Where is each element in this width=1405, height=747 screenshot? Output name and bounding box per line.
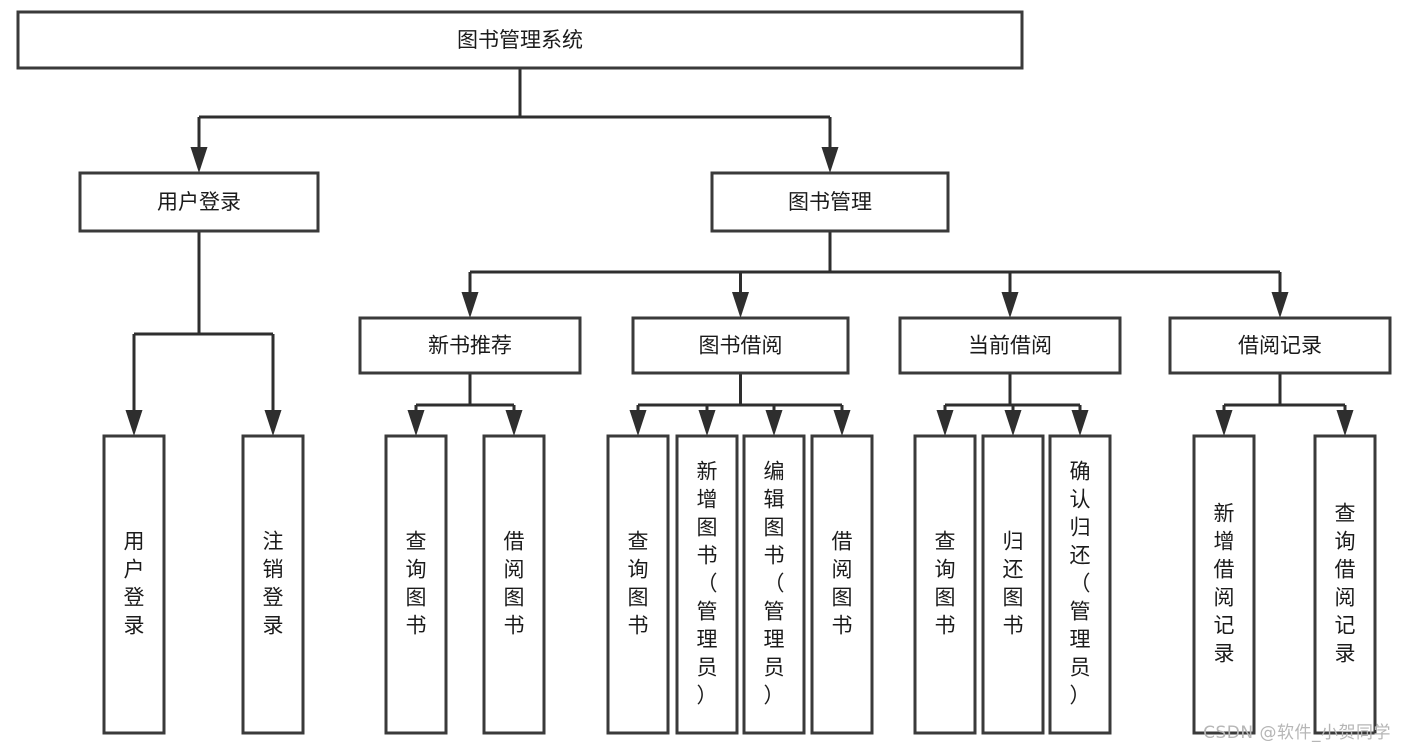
arrow-head-icon bbox=[629, 410, 647, 436]
arrow-head-icon bbox=[1336, 410, 1354, 436]
arrow-head-icon bbox=[1071, 410, 1089, 436]
node-box[interactable] bbox=[631, 316, 850, 375]
node-leaf-rec-search[interactable]: 查询借阅记录 bbox=[1313, 434, 1377, 735]
node-label: 当前借阅 bbox=[968, 334, 1052, 358]
connector-current-borrow bbox=[936, 373, 1089, 436]
arrow-head-icon bbox=[765, 410, 783, 436]
node-leaf-rec-borrow[interactable]: 借阅图书 bbox=[482, 434, 546, 735]
node-label: 归还图书 bbox=[1003, 530, 1024, 638]
node-box[interactable] bbox=[810, 434, 874, 735]
arrow-head-icon bbox=[505, 410, 523, 436]
node-label: 查询借阅记录 bbox=[1335, 502, 1356, 666]
node-book-manage[interactable]: 图书管理 bbox=[710, 171, 950, 233]
node-box[interactable] bbox=[1192, 434, 1256, 735]
node-leaf-rec-add[interactable]: 新增借阅记录 bbox=[1192, 434, 1256, 735]
node-label: 确认归还（管理员） bbox=[1070, 460, 1091, 708]
arrow-head-icon bbox=[264, 410, 282, 436]
arrow-head-icon bbox=[833, 410, 851, 436]
node-label: 借阅记录 bbox=[1238, 334, 1322, 358]
node-box[interactable] bbox=[742, 434, 806, 735]
node-borrow-record[interactable]: 借阅记录 bbox=[1168, 316, 1392, 375]
node-label: 新书推荐 bbox=[428, 334, 512, 358]
node-leaf-borrow-edit[interactable]: 编辑图书（管理员） bbox=[742, 434, 806, 735]
node-book-borrow[interactable]: 图书借阅 bbox=[631, 316, 850, 375]
node-label: 编辑图书（管理员） bbox=[764, 460, 785, 708]
node-box[interactable] bbox=[16, 10, 1024, 70]
node-label: 查询图书 bbox=[406, 530, 427, 638]
node-leaf-borrow-lend[interactable]: 借阅图书 bbox=[810, 434, 874, 735]
node-box[interactable] bbox=[102, 434, 166, 735]
arrow-head-icon bbox=[698, 410, 716, 436]
node-label: 借阅图书 bbox=[832, 530, 853, 638]
node-label: 借阅图书 bbox=[504, 530, 525, 638]
node-label: 图书管理系统 bbox=[457, 28, 583, 52]
node-leaf-rec-query[interactable]: 查询图书 bbox=[384, 434, 448, 735]
connector-root bbox=[190, 68, 839, 173]
arrow-head-icon bbox=[461, 292, 479, 318]
connector-book-manage bbox=[461, 231, 1289, 318]
node-leaf-borrow-add[interactable]: 新增图书（管理员） bbox=[675, 434, 739, 735]
arrow-head-icon bbox=[125, 410, 143, 436]
node-box[interactable] bbox=[1313, 434, 1377, 735]
node-box[interactable] bbox=[606, 434, 670, 735]
node-box[interactable] bbox=[710, 171, 950, 233]
arrow-head-icon bbox=[1004, 410, 1022, 436]
connector-user-login bbox=[125, 231, 282, 436]
node-user-login[interactable]: 用户登录 bbox=[78, 171, 320, 233]
node-label: 新增图书（管理员） bbox=[697, 460, 718, 708]
node-label: 注销登录 bbox=[263, 530, 284, 638]
node-label: 用户登录 bbox=[124, 530, 145, 638]
node-root[interactable]: 图书管理系统 bbox=[16, 10, 1024, 70]
node-label: 图书借阅 bbox=[699, 334, 783, 358]
node-label: 新增借阅记录 bbox=[1214, 502, 1235, 666]
node-label: 查询图书 bbox=[628, 530, 649, 638]
arrow-head-icon bbox=[732, 292, 749, 318]
arrow-head-icon bbox=[821, 147, 839, 173]
node-leaf-user-logout[interactable]: 注销登录 bbox=[241, 434, 305, 735]
node-box[interactable] bbox=[981, 434, 1045, 735]
node-current-borrow[interactable]: 当前借阅 bbox=[898, 316, 1122, 375]
connector-layer bbox=[125, 68, 1354, 436]
node-new-book-rec[interactable]: 新书推荐 bbox=[358, 316, 582, 375]
node-box[interactable] bbox=[482, 434, 546, 735]
csdn-watermark: CSDN @软件_小贺同学 bbox=[1203, 723, 1391, 743]
node-box[interactable] bbox=[358, 316, 582, 375]
node-leaf-cur-return[interactable]: 归还图书 bbox=[981, 434, 1045, 735]
node-label: 用户登录 bbox=[157, 190, 241, 214]
node-leaf-user-login[interactable]: 用户登录 bbox=[102, 434, 166, 735]
connector-borrow-record bbox=[1215, 373, 1354, 436]
node-box[interactable] bbox=[898, 316, 1122, 375]
arrow-head-icon bbox=[190, 147, 208, 173]
arrow-head-icon bbox=[1271, 292, 1289, 318]
node-label: 查询图书 bbox=[935, 530, 956, 638]
node-leaf-cur-query[interactable]: 查询图书 bbox=[913, 434, 977, 735]
node-box[interactable] bbox=[241, 434, 305, 735]
node-layer: 图书管理系统用户登录图书管理新书推荐图书借阅当前借阅借阅记录用户登录注销登录查询… bbox=[16, 10, 1392, 735]
node-box[interactable] bbox=[1168, 316, 1392, 375]
node-leaf-cur-confirm[interactable]: 确认归还（管理员） bbox=[1048, 434, 1112, 735]
arrow-head-icon bbox=[936, 410, 954, 436]
node-box[interactable] bbox=[675, 434, 739, 735]
node-box[interactable] bbox=[384, 434, 448, 735]
node-box[interactable] bbox=[913, 434, 977, 735]
node-label: 图书管理 bbox=[788, 190, 872, 214]
arrow-head-icon bbox=[1215, 410, 1233, 436]
node-leaf-borrow-query[interactable]: 查询图书 bbox=[606, 434, 670, 735]
node-box[interactable] bbox=[1048, 434, 1112, 735]
arrow-head-icon bbox=[1001, 292, 1019, 318]
node-box[interactable] bbox=[78, 171, 320, 233]
connector-book-borrow bbox=[629, 373, 851, 436]
arrow-head-icon bbox=[407, 410, 425, 436]
connector-new-book-rec bbox=[407, 373, 523, 436]
